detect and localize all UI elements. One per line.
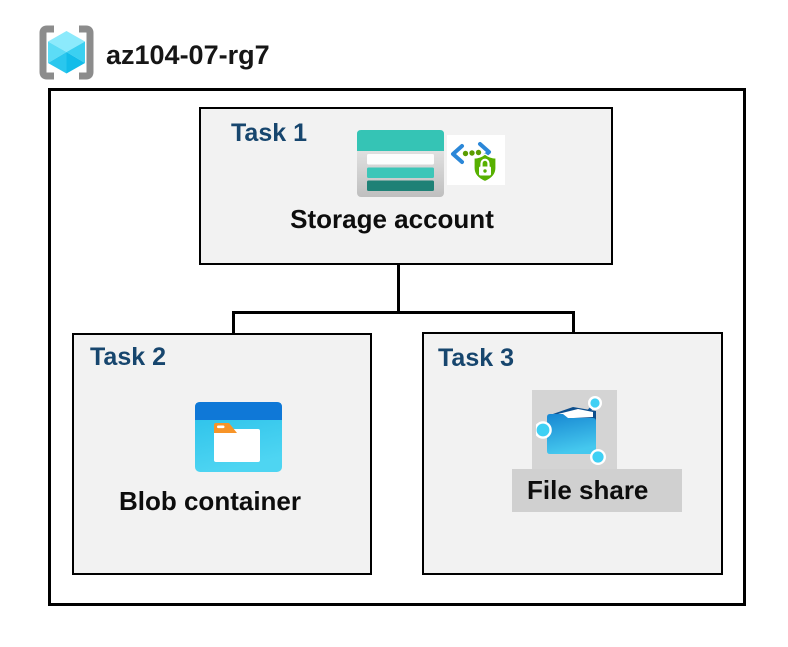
task1-label: Task 1 — [231, 119, 307, 147]
resource-group-name: az104-07-rg7 — [106, 40, 270, 70]
storage-account-icon — [357, 130, 444, 197]
task3-box: Task 3 File share — [422, 332, 723, 575]
resource-group-icon — [39, 25, 94, 80]
connector-storage-stem — [397, 233, 400, 313]
file-share-label-background: File share — [512, 469, 682, 512]
file-share-label: File share — [527, 475, 649, 505]
task1-box: Task 1 Storage account — [199, 107, 613, 265]
task2-label: Task 2 — [90, 343, 166, 371]
file-share-icon — [536, 395, 607, 466]
blob-container-icon — [195, 402, 282, 472]
secured-endpoint-icon — [447, 135, 505, 185]
task3-label: Task 3 — [438, 344, 514, 372]
file-share-icon-background — [532, 390, 617, 472]
task2-box: Task 2 Blob container — [72, 333, 372, 575]
blob-container-label: Blob container — [118, 486, 301, 516]
storage-account-label: Storage account — [290, 204, 494, 234]
connector-horizontal — [232, 311, 575, 314]
